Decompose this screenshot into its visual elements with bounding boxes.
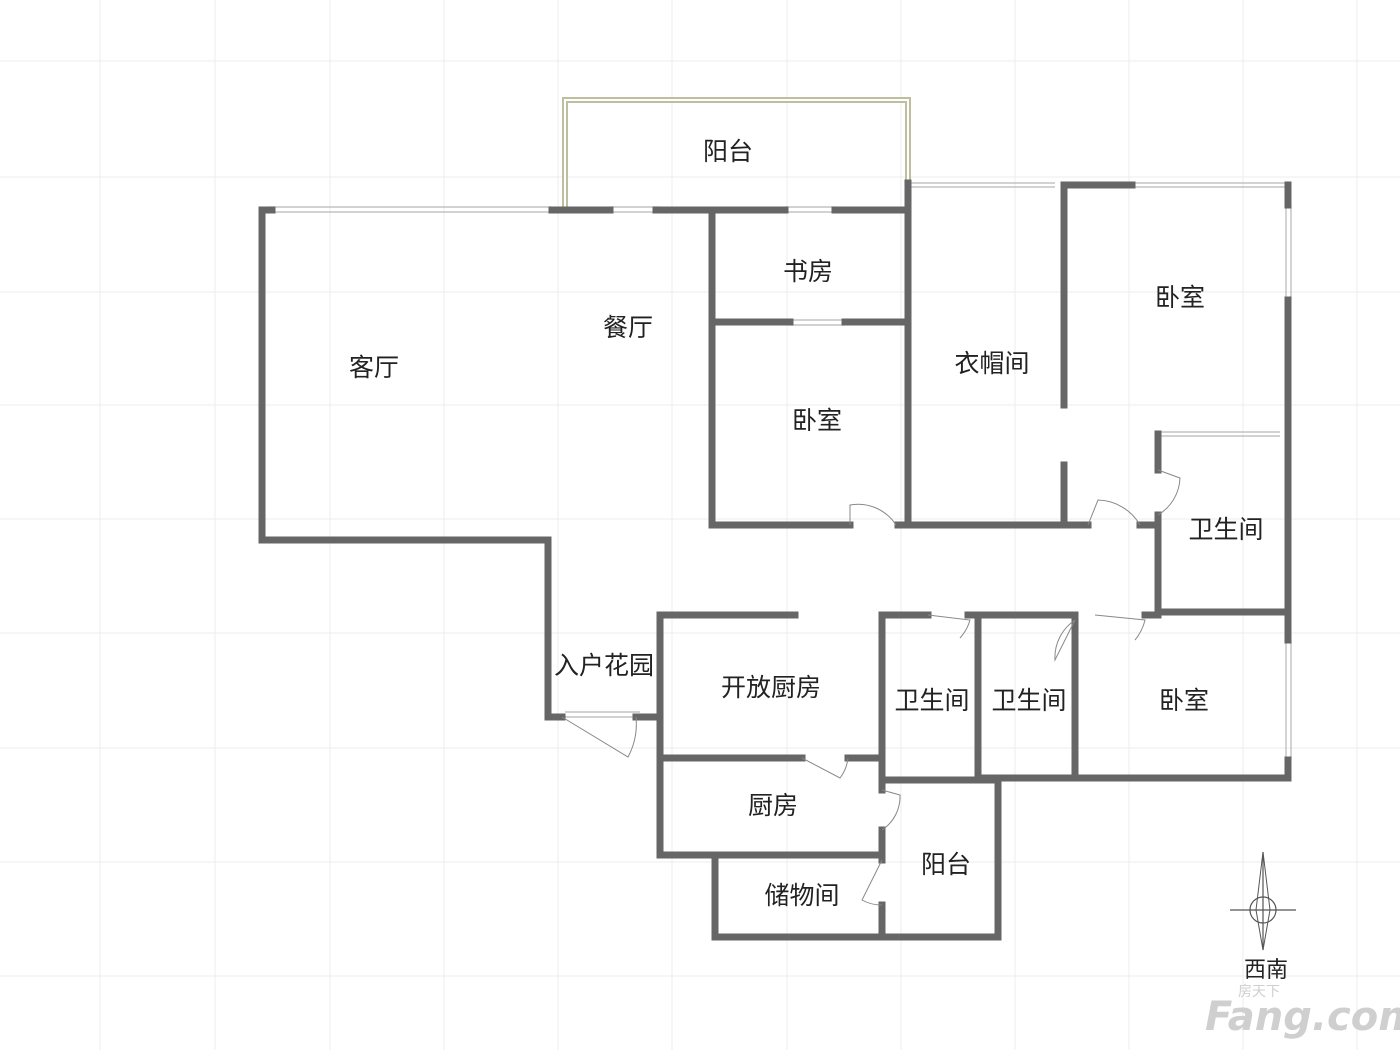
room-label-living: 客厅	[349, 353, 399, 382]
room-label-bath-east: 卫生间	[1188, 515, 1263, 544]
watermark-big-text: Fang.com	[1205, 994, 1400, 1040]
room-label-open-kitchen: 开放厨房	[721, 673, 821, 702]
room-label-storage: 储物间	[764, 881, 839, 910]
room-label-bath-1: 卫生间	[894, 686, 969, 715]
windows	[268, 182, 1292, 760]
compass-icon	[1230, 851, 1296, 951]
room-label-bedroom-se: 卧室	[1159, 686, 1209, 715]
room-label-balcony-bottom: 阳台	[921, 850, 971, 879]
room-label-bedroom-ne: 卧室	[1155, 283, 1205, 312]
balcony-railing	[562, 97, 911, 208]
compass-direction-label: 西南	[1244, 958, 1288, 983]
room-label-entry-garden: 入户花园	[554, 651, 654, 680]
room-label-bath-2: 卫生间	[991, 686, 1066, 715]
watermark-small-text: 房天下	[1238, 984, 1280, 1000]
room-label-study: 书房	[783, 257, 833, 286]
room-label-bedroom-mid: 卧室	[792, 406, 842, 435]
room-label-kitchen: 厨房	[748, 791, 798, 820]
room-label-dining: 餐厅	[603, 313, 653, 342]
walls	[258, 179, 1292, 941]
room-label-balcony-top: 阳台	[703, 137, 753, 166]
room-label-cloakroom: 衣帽间	[954, 349, 1029, 378]
door-swings	[561, 469, 1181, 906]
watermark-logo: 房天下 Fang.com	[1205, 984, 1400, 1040]
